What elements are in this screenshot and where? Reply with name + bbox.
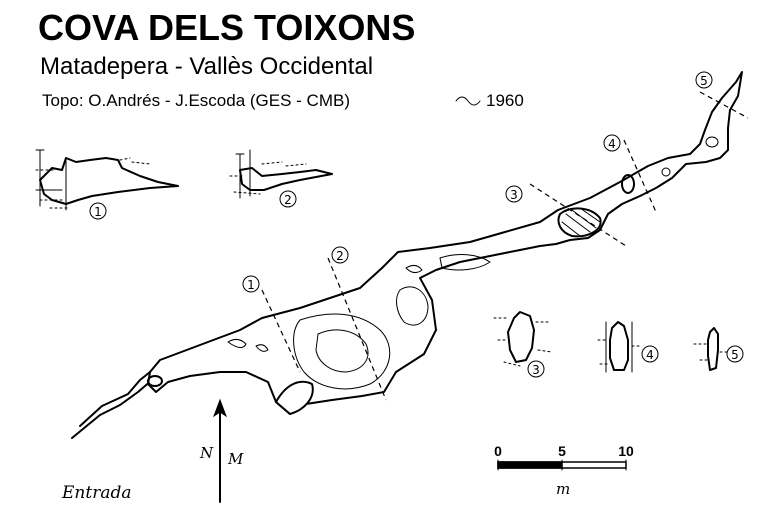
rock-blob-3 [405, 264, 423, 274]
cross-section-5: 5 [693, 327, 744, 371]
plan-marker-1: 1 [242, 275, 260, 293]
cross-section-3-label: 3 [532, 363, 540, 377]
cut-line-4 [623, 139, 657, 213]
scale-tick-5: 5 [558, 443, 566, 459]
slope-lobe [275, 380, 314, 415]
cross-section-4-label: 4 [646, 348, 654, 362]
magnetic-label: M [227, 450, 244, 468]
map-subtitle: Matadepera - Vallès Occidental [40, 53, 373, 80]
scale-tick-0: 0 [494, 443, 502, 459]
plan-marker-2: 2 [331, 246, 349, 264]
cross-section-5-label: 5 [731, 348, 739, 362]
pool-2 [621, 174, 635, 194]
map-title: COVA DELS TOIXONS [38, 7, 415, 48]
cross-section-2: 2 [229, 149, 333, 208]
contour-c [396, 286, 429, 326]
plan-marker-2-label: 2 [336, 249, 344, 263]
cut-line-3 [529, 183, 627, 247]
plan-marker-3-label: 3 [510, 188, 518, 202]
rock-blob-2 [255, 344, 269, 352]
cross-section-4: 4 [597, 321, 659, 373]
constriction [557, 207, 602, 238]
contour-b [315, 329, 369, 373]
rock-blob-1 [227, 338, 247, 348]
approx-tilde-icon [455, 96, 481, 106]
north-arrow-icon: N M [199, 398, 244, 503]
entrance-label: Entrada [61, 483, 131, 503]
cave-outline [147, 71, 743, 415]
plan-marker-4-label: 4 [608, 137, 616, 151]
pool-4 [705, 136, 719, 148]
plan-marker-4: 4 [603, 134, 621, 152]
plan-marker-5-label: 5 [700, 74, 708, 88]
scale-tick-10: 10 [618, 443, 634, 459]
cross-section-1: 1 [35, 149, 179, 220]
cross-section-3: 3 [493, 311, 553, 378]
map-credit-year: 1960 [486, 91, 524, 110]
pool-3 [661, 167, 671, 177]
contour-a [293, 313, 391, 390]
cross-section-1-label: 1 [94, 205, 102, 219]
plan-marker-3: 3 [505, 185, 523, 203]
cut-line-1 [261, 289, 301, 373]
cross-section-2-label: 2 [284, 193, 292, 207]
scale-bar-icon: 0 5 10 m [494, 443, 634, 498]
entrance-passage [71, 371, 161, 439]
section-cut-lines [261, 91, 749, 401]
pool-1 [147, 375, 163, 387]
cut-line-5 [699, 91, 749, 119]
contour-d [439, 254, 491, 271]
plan-marker-1-label: 1 [247, 278, 255, 292]
cave-plan [71, 71, 743, 439]
plan-marker-5: 5 [695, 71, 713, 89]
north-label: N [199, 444, 214, 462]
map-credit: Topo: O.Andrés - J.Escoda (GES - CMB) [42, 91, 350, 110]
scale-unit: m [556, 480, 570, 498]
cut-line-2 [327, 257, 387, 401]
